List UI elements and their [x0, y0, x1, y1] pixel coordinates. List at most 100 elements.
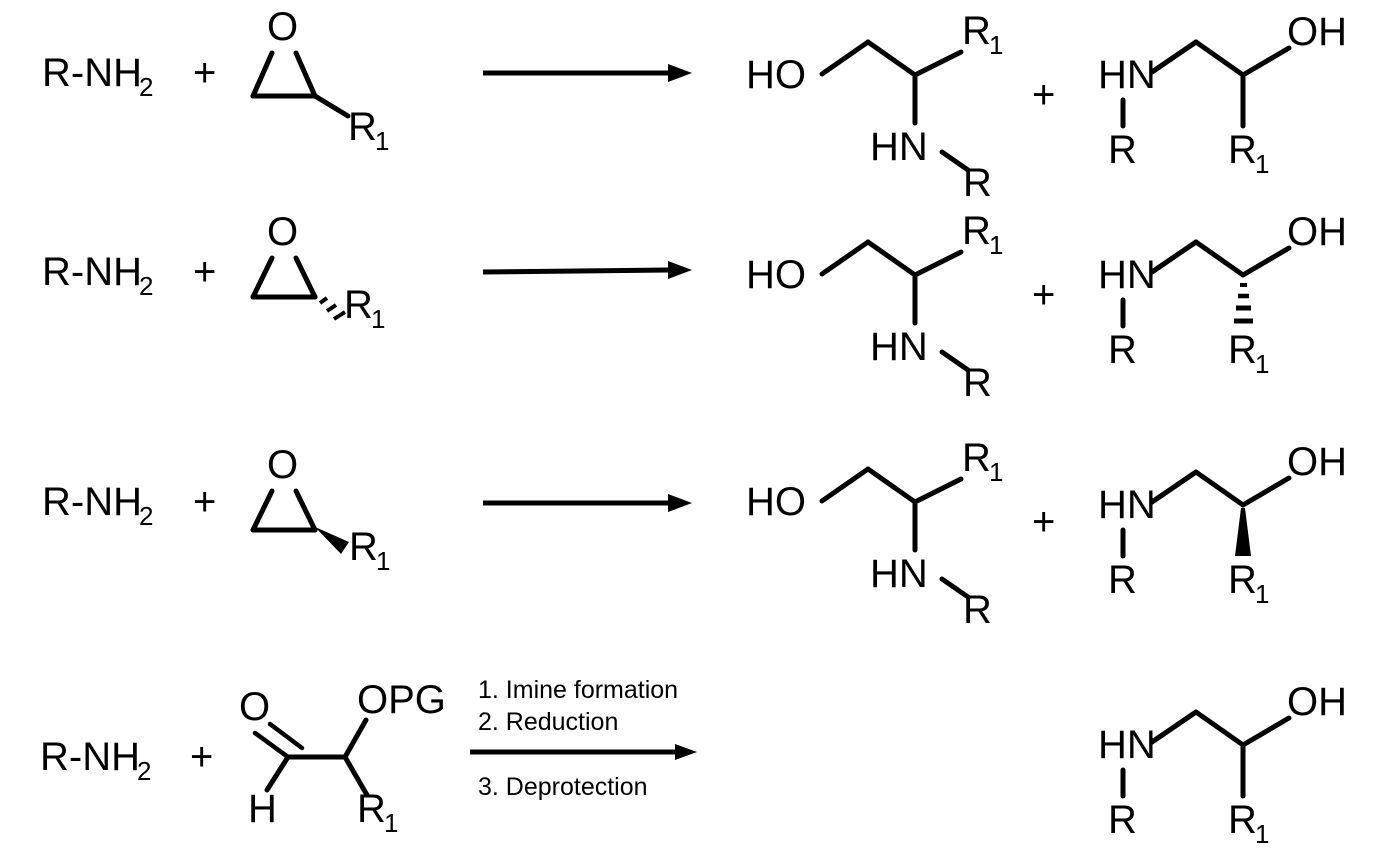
p1-r-label: R	[963, 361, 992, 405]
p1-bond-o-ch2	[819, 239, 871, 277]
epoxide-r1-label: R	[349, 525, 378, 569]
amine-text: R-NH	[42, 51, 142, 95]
p1-bond-n-r	[939, 576, 971, 600]
condition-step-3: 3. Deprotection	[478, 773, 648, 801]
row-4-conditions-arrow: 1. Imine formation 2. Reduction 3. Depro…	[470, 676, 697, 801]
p1-hn-label: HN	[1098, 723, 1156, 767]
row-3-plus-products: +	[1032, 500, 1055, 544]
p1-hn-label: HN	[870, 325, 928, 369]
aldehyde-r1-subscript: 1	[384, 808, 398, 838]
aldehyde-bond-ch-r1	[342, 754, 370, 798]
row-2-product-2: HN OH R R 1	[1098, 210, 1347, 379]
epoxide-bond-to-r1	[312, 93, 351, 119]
row-1-plus-reactants: +	[193, 51, 216, 95]
p1-bond-ch2-ch	[865, 466, 918, 505]
p1-r1-subscript: 1	[989, 230, 1003, 260]
row-2: R-NH 2 + O R 1 HO R	[42, 209, 1347, 405]
p2-bond-ch2-ch	[1193, 39, 1246, 78]
p2-r1-label: R	[1228, 328, 1257, 372]
row-2-reaction-arrow	[482, 261, 692, 279]
product-ho-label: HO	[746, 53, 806, 97]
p2-oh-label: OH	[1287, 210, 1347, 254]
p2-solid-wedge-to-r1	[1235, 508, 1251, 556]
p2-r1-subscript: 1	[1255, 149, 1269, 179]
row-3-reaction-arrow	[483, 494, 692, 512]
aldehyde-c-o-double-a	[252, 730, 291, 760]
row-3-product-2: HN OH R R 1	[1098, 440, 1347, 609]
epoxide-bond-left	[250, 255, 275, 300]
amine-subscript: 2	[137, 756, 151, 786]
p1-r-label: R	[963, 588, 992, 632]
p1-bond-ch-r1	[912, 476, 964, 505]
p1-hn-label: HN	[870, 125, 928, 169]
p2-bond-ch2-ch	[1193, 239, 1246, 278]
p2-hn-label: HN	[1098, 483, 1156, 527]
p1-r1-subscript: 1	[1255, 819, 1269, 849]
row-3-epoxide-wedge: O R 1	[250, 443, 390, 576]
arrow-head	[668, 494, 692, 512]
epoxide-r1-label: R	[344, 283, 373, 327]
p2-bond-ch-oh	[1240, 475, 1292, 508]
p1-r1-label: R	[962, 436, 991, 480]
row-2-amine-label: R-NH 2	[42, 250, 153, 301]
epoxide-hashed-wedge-to-r1	[318, 296, 347, 321]
p1-bond-ch2-ch	[865, 239, 918, 278]
condition-step-2: 2. Reduction	[478, 708, 618, 736]
row-4-aldehyde: O H OPG R 1	[239, 678, 446, 838]
p2-oh-label: OH	[1287, 10, 1347, 54]
p2-r-label: R	[1108, 128, 1137, 172]
epoxide-oxygen-label: O	[267, 210, 298, 254]
arrow-shaft	[482, 267, 669, 275]
aldehyde-c-o-double-b	[267, 721, 305, 751]
p1-bond-n-r	[939, 349, 971, 373]
amine-text: R-NH	[42, 250, 142, 294]
p2-r1-label: R	[1228, 558, 1257, 602]
amine-subscript: 2	[139, 271, 153, 301]
p2-bond-ch2-ch	[1193, 469, 1246, 508]
amine-text: R-NH	[42, 480, 142, 524]
p2-bond-ch-oh	[1240, 45, 1292, 78]
row-2-plus-reactants: +	[193, 250, 216, 294]
row-3-amine-label: R-NH 2	[42, 480, 153, 531]
epoxide-r1-label: R	[348, 105, 377, 149]
p1-bond-ch2-ch	[865, 39, 918, 78]
epoxide-r1-subscript: 1	[376, 546, 390, 576]
p2-bond-ch-oh	[1240, 245, 1292, 278]
row-3-product-1: HO R 1 HN R	[746, 436, 1003, 632]
p2-r1-subscript: 1	[1255, 349, 1269, 379]
epoxide-oxygen-label: O	[267, 443, 298, 487]
p1-bond-ch2-ch	[1193, 709, 1246, 748]
aldehyde-oxygen-label: O	[239, 685, 270, 729]
p1-r1-subscript: 1	[989, 30, 1003, 60]
p1-oh-label: OH	[1287, 680, 1347, 724]
row-1-epoxide: O R 1	[250, 5, 389, 156]
epoxide-oxygen-label: O	[267, 5, 298, 49]
row-2-product-1: HO R 1 HN R	[746, 209, 1003, 405]
aldehyde-bond-ch-opg	[342, 717, 369, 760]
p2-bond-n-ch2	[1149, 39, 1199, 75]
p1-r-label: R	[1108, 798, 1137, 842]
aldehyde-r1-label: R	[357, 787, 386, 831]
epoxide-r1-subscript: 1	[371, 304, 385, 334]
row-1-product-1: HO R 1 HN R	[746, 9, 1003, 205]
row-2-epoxide-hashed: O R 1	[250, 210, 385, 334]
epoxide-bond-right	[293, 255, 318, 300]
p2-r-label: R	[1108, 558, 1137, 602]
amine-subscript: 2	[139, 72, 153, 102]
p1-r1-label: R	[962, 9, 991, 53]
row-4-plus-reactants: +	[190, 735, 213, 779]
p2-hn-label: HN	[1098, 253, 1156, 297]
p1-bond-n-ch2	[1149, 709, 1199, 745]
p1-r1-subscript: 1	[989, 457, 1003, 487]
condition-step-1: 1. Imine formation	[478, 676, 678, 704]
arrow-head	[668, 64, 692, 82]
amine-subscript: 2	[139, 501, 153, 531]
p2-bond-n-ch2	[1149, 239, 1199, 275]
p1-hn-label: HN	[870, 552, 928, 596]
product-ho-label: HO	[746, 253, 806, 297]
p1-bond-ch-r1	[912, 249, 964, 278]
row-1-reaction-arrow	[483, 64, 692, 82]
row-1-plus-products: +	[1032, 73, 1055, 117]
row-4-product-1: HN OH R R 1	[1098, 680, 1347, 849]
